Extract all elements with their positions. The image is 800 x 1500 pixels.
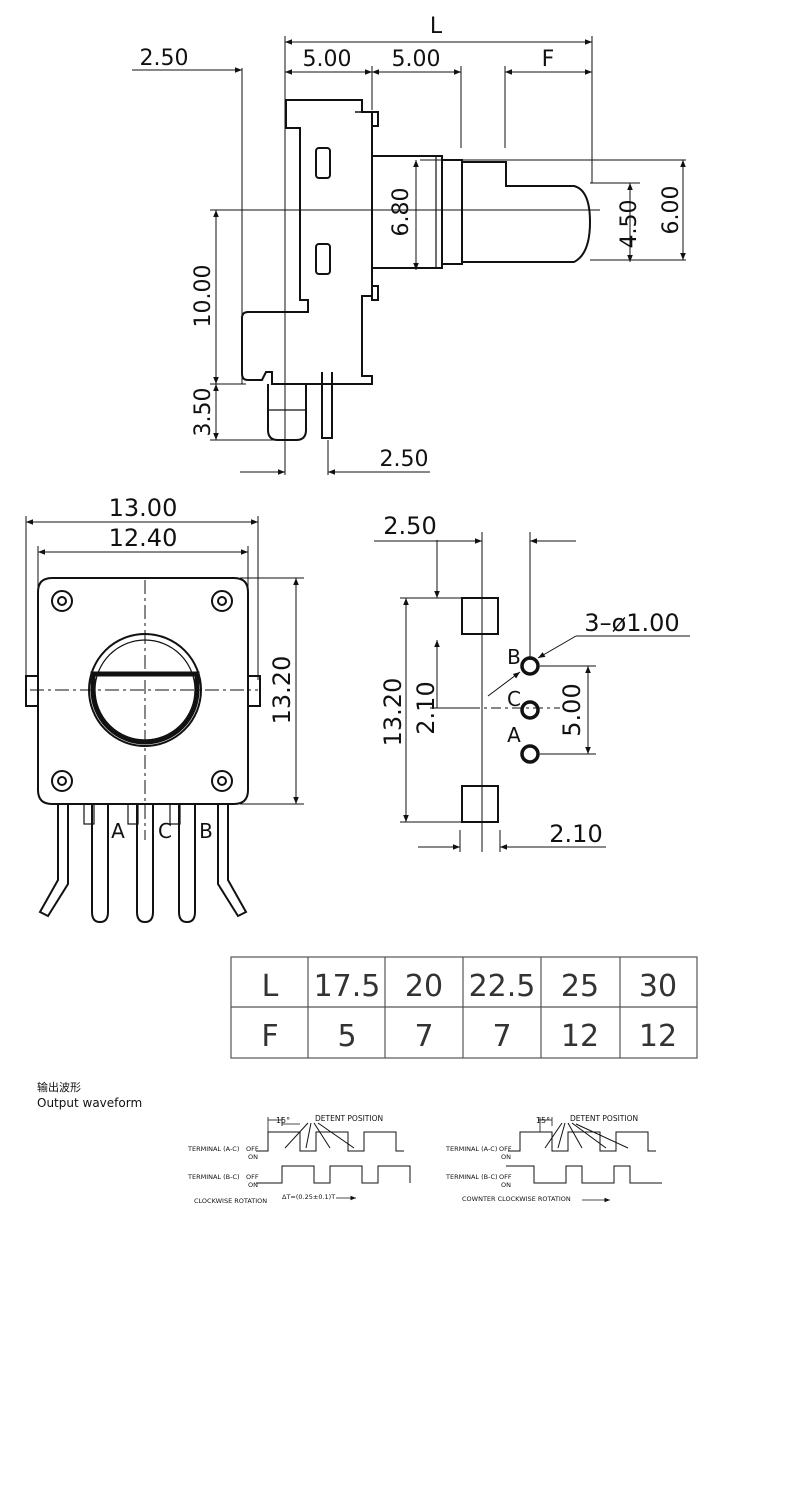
front-body	[37, 577, 249, 805]
waveform-bc-trace	[506, 1165, 662, 1184]
shaft-d-cut	[90, 671, 200, 745]
dim-label-pitch-b: 5.00	[392, 47, 441, 72]
ccw-bc-on: ON	[501, 1181, 511, 1189]
ccw-angle: 15°	[536, 1116, 550, 1125]
ccw-ac-off: OFF	[499, 1145, 512, 1153]
front-pins	[38, 803, 248, 924]
shaft	[462, 161, 592, 263]
cw-detent-label: DETENT POSITION	[315, 1114, 383, 1123]
dim-label-F: F	[542, 47, 555, 72]
pcb-terminal-B: B	[507, 645, 521, 669]
table-row-label-L: L	[262, 969, 279, 1004]
dim-label-pcb-bottom-offset: 2.10	[549, 820, 602, 848]
table-row-label-F: F	[261, 1019, 278, 1054]
side-dimension-lines	[132, 39, 686, 475]
front-terminal-C: C	[158, 819, 172, 843]
dim-label-width-outer: 13.00	[109, 494, 178, 522]
waveform-counter-clockwise: 15° DETENT POSITION TERMINAL (A-C) OFF O…	[445, 1114, 662, 1203]
cw-bc-off: OFF	[246, 1173, 259, 1181]
dim-label-L: L	[430, 14, 443, 39]
dim-label-top-left: 2.50	[140, 46, 189, 71]
dim-label-front-height: 13.20	[268, 656, 296, 725]
dim-label-body-h: 6.80	[389, 188, 414, 237]
dimension-table: L 17.5 20 22.5 25 30 F 5 7 7 12 12	[230, 956, 698, 1059]
side-pin-front	[267, 384, 307, 441]
side-pin-back	[321, 372, 333, 439]
dim-label-shaft-dia: 6.00	[659, 186, 684, 235]
waveform-title-cn: 输出波形	[37, 1081, 81, 1094]
front-view-labels: 13.00 12.40 13.20 A C B	[109, 494, 296, 843]
side-view-labels: L 2.50 5.00 5.00 F 6.80 10.00 3.50 4.50 …	[140, 14, 684, 472]
dim-label-pitch-a: 5.00	[303, 47, 352, 72]
side-slot-upper	[315, 147, 331, 179]
ccw-bc-off: OFF	[499, 1173, 512, 1181]
dim-label-pad-offset: 2.10	[412, 681, 440, 734]
dim-label-pcb-height: 13.20	[379, 678, 407, 747]
ccw-ac-on: ON	[501, 1153, 511, 1161]
front-terminal-B: B	[199, 819, 213, 843]
dim-label-hole-spec: 3–ø1.00	[584, 609, 679, 637]
pcb-terminal-C: C	[507, 687, 521, 711]
side-extension-lines	[210, 36, 686, 475]
table-cell: 12	[639, 1019, 677, 1054]
hole-leader	[537, 635, 577, 659]
bushing-collar	[441, 159, 463, 265]
cw-rotation-label: CLOCKWISE ROTATION	[194, 1197, 267, 1205]
front-view-drawing	[25, 516, 304, 924]
pcb-hole-A	[520, 744, 540, 764]
dim-label-pin-pitch: 5.00	[558, 683, 586, 736]
pcb-pad-top	[461, 597, 499, 635]
cw-angle: 15°	[276, 1116, 290, 1125]
side-slot-lower	[315, 243, 331, 275]
waveform-ac-trace	[256, 1131, 404, 1152]
table-cell: 7	[492, 1019, 511, 1054]
pcb-terminal-A: A	[507, 723, 521, 747]
pcb-hole-C	[520, 700, 540, 720]
dim-label-pin-offset: 2.50	[380, 447, 429, 472]
front-terminal-A: A	[111, 819, 125, 843]
ccw-detent-label: DETENT POSITION	[570, 1114, 638, 1123]
pcb-pad-bottom	[461, 785, 499, 823]
table-cell: 7	[414, 1019, 433, 1054]
cw-ac-on: ON	[248, 1153, 258, 1161]
ccw-terminal-ac-label: TERMINAL (A-C)	[445, 1145, 497, 1153]
waveform-bc-trace	[256, 1165, 411, 1184]
side-body-outline	[241, 99, 373, 385]
table-cell: 30	[639, 969, 677, 1004]
side-view-drawing	[132, 36, 686, 475]
side-clip-bottom	[371, 285, 379, 301]
dim-label-shaft-tip: 4.50	[617, 200, 642, 249]
table-cell: 20	[405, 969, 443, 1004]
cw-ac-off: OFF	[246, 1145, 259, 1153]
table-cell: 25	[561, 969, 599, 1004]
table-cell: 17.5	[314, 969, 381, 1004]
dim-label-pin-len: 3.50	[191, 388, 216, 437]
waveform-title-en: Output waveform	[37, 1096, 143, 1110]
cw-delta-label: ΔT=(0.25±0.1)T	[282, 1193, 335, 1201]
pcb-hole-B	[520, 656, 540, 676]
cw-terminal-bc-label: TERMINAL (B-C)	[187, 1173, 240, 1181]
table-cell: 22.5	[469, 969, 536, 1004]
front-tab-left	[25, 675, 39, 707]
front-tab-right	[247, 675, 261, 707]
ccw-terminal-bc-label: TERMINAL (B-C)	[445, 1173, 498, 1181]
mounting-holes	[51, 590, 233, 792]
waveform-clockwise: 15° DETENT POSITION TERMINAL (A-C) OFF O…	[187, 1114, 411, 1205]
table-cell: 12	[561, 1019, 599, 1054]
table-cell: 5	[337, 1019, 356, 1054]
dim-label-width-inner: 12.40	[109, 524, 178, 552]
pcb-layout-labels: 2.50 3–ø1.00 13.20 2.10 5.00 2.10 B C A	[379, 512, 680, 848]
shaft-outer-ring	[88, 633, 202, 747]
cw-bc-on: ON	[248, 1181, 258, 1189]
waveform-ac-trace	[508, 1131, 656, 1152]
side-clip-top	[371, 111, 379, 127]
ccw-rotation-label: COWNTER CLOCKWISE ROTATION	[462, 1195, 571, 1203]
cw-terminal-ac-label: TERMINAL (A-C)	[187, 1145, 239, 1153]
dim-label-pcb-top-offset: 2.50	[383, 512, 436, 540]
pcb-layout-drawing	[374, 532, 690, 852]
dim-label-height: 10.00	[191, 265, 216, 328]
